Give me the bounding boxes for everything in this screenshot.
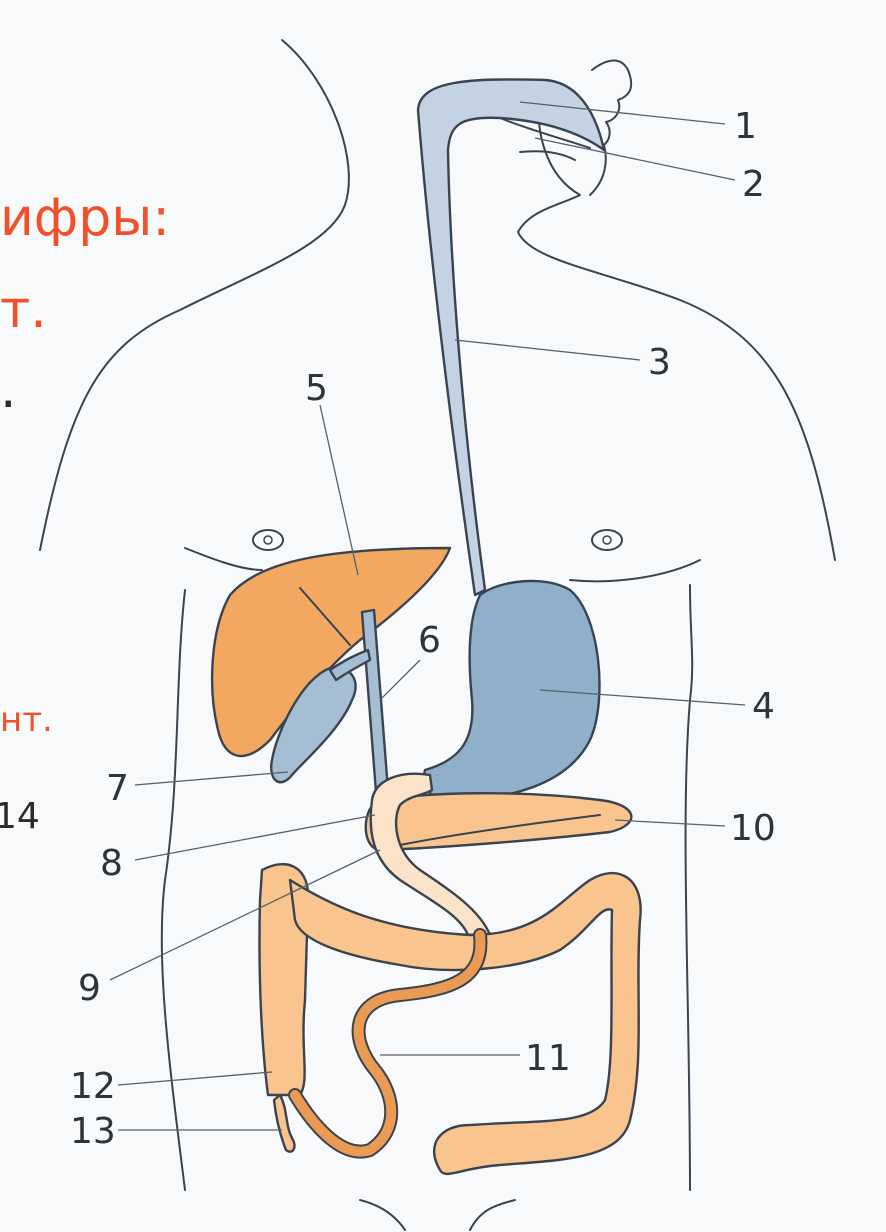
label-4: 4 <box>752 686 775 727</box>
right-nipple <box>592 530 622 550</box>
label-3: 3 <box>648 342 671 383</box>
label-9: 9 <box>78 968 101 1009</box>
left-nipple <box>253 530 283 550</box>
label-1: 1 <box>734 106 757 147</box>
appendix <box>274 1095 294 1152</box>
label-2: 2 <box>742 164 765 205</box>
pharynx-esophagus <box>418 79 604 595</box>
label-5: 5 <box>305 368 328 409</box>
label-12: 12 <box>70 1066 116 1107</box>
label-6: 6 <box>418 620 441 661</box>
label-8: 8 <box>100 843 123 884</box>
bile-duct <box>362 610 388 792</box>
label-13: 13 <box>70 1111 116 1152</box>
label-11: 11 <box>525 1038 571 1079</box>
label-7: 7 <box>106 768 129 809</box>
leader-lines <box>110 102 745 1130</box>
label-10: 10 <box>730 808 776 849</box>
stomach <box>424 581 600 800</box>
